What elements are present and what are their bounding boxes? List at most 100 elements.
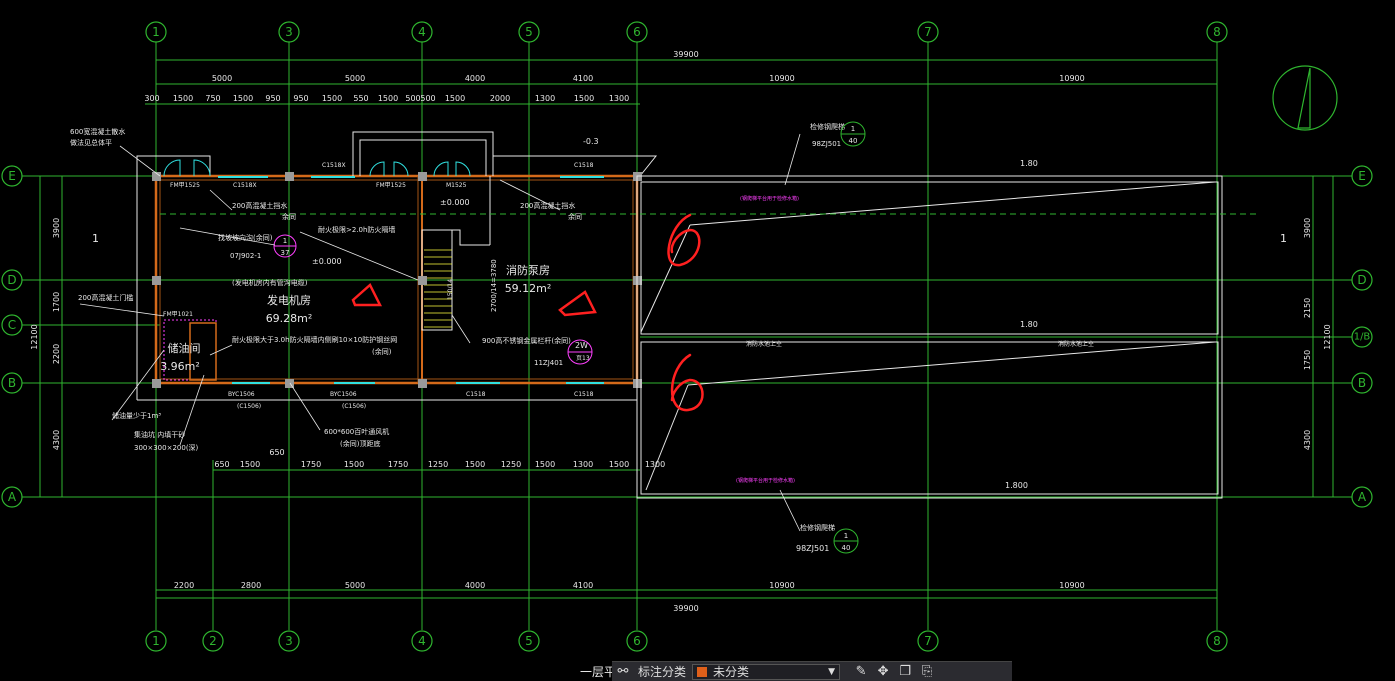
dim-b1-8: 1250 [501,460,521,469]
note-curb-2: 200高混凝土挡水 [520,201,575,210]
dim-b1-6: 1250 [428,460,448,469]
grid-lines [22,42,1352,630]
dim-t2-9: 1500 [378,94,398,103]
dim-b2-1: 2200 [174,581,194,590]
note-same: (余同) [372,347,392,356]
note-fan: 600*600百叶通风机 [324,427,389,436]
dim-left-3: 2200 [52,344,61,364]
dim-b1-7: 1500 [465,460,485,469]
dim-b1-4: 1500 [344,460,364,469]
dim-t2-1: 300 [144,94,159,103]
grid-label-e-right: E [1358,169,1366,183]
callout-1-40-bot-b: 40 [842,544,851,552]
note-slab-2: 做法见总体平 [70,138,112,147]
win-byc-1b: (C1506) [237,403,261,410]
grid-label-7-top: 7 [924,25,932,39]
dim-b2-3: 5000 [345,581,365,590]
paste-icon[interactable]: ⎘ [921,664,933,679]
dim-right-total: 12100 [1323,324,1332,349]
win-c1518-b: C1518X [322,162,346,169]
dim-left-1: 3900 [52,218,61,238]
grid-label-6-top: 6 [633,25,641,39]
dim-t2-7: 1500 [322,94,342,103]
dim-t2-3: 750 [205,94,220,103]
door-fm1525-b: FM甲1525 [376,182,406,189]
note-slab-1: 600宽混凝土散水 [70,127,125,136]
north-arrow-icon [1272,65,1338,131]
pool-area [160,175,1260,499]
win-c1518-a: C1518X [233,182,257,189]
detail-callouts [273,121,866,554]
note-11zj: 11ZJ401 [534,359,563,367]
copy-icon[interactable]: ❐ [899,664,911,679]
dim-top-3: 4000 [465,74,485,83]
note-pool-1: 消防水池上空 [746,340,782,348]
dim-total-top: 39900 [673,50,698,59]
dim-b1-1: 650 [214,460,229,469]
win-c1518-e: C1518 [466,391,486,398]
grid-label-a-left: A [8,490,17,504]
dim-top-6: 10900 [1059,74,1084,83]
win-byc-2b: (C1506) [342,403,366,410]
dim-t2-13: 2000 [490,94,510,103]
note-repair-top: 检修钢爬梯 [810,122,845,131]
dim-t2-12: 1500 [445,94,465,103]
note-curb-2b: 余同 [568,212,582,221]
red-annotation-marks [351,213,704,412]
grid-label-3-bottom: 3 [285,634,293,648]
dim-t2-6: 950 [293,94,308,103]
axis-mark-left: 1 [92,232,99,245]
dim-b1-10: 1300 [573,460,593,469]
dim-t2-4: 1500 [233,94,253,103]
dim-left-2: 1700 [52,292,61,312]
callout-1-40-top-b: 40 [849,137,858,145]
dim-total-bottom: 39900 [673,604,698,613]
dim-t2-8: 550 [353,94,368,103]
category-dropdown[interactable]: 未分类 ▼ [692,663,841,680]
note-fan-b: (余同)顶距底 [340,439,380,448]
callout-37-b: 37 [281,249,290,257]
note-curb-1b: 余同 [282,212,296,221]
toolbar-label: 标注分类 [638,665,687,679]
note-oil-3: 300×300×200(深) [134,443,199,452]
category-color-swatch [697,666,708,677]
grid-label-d-right: D [1357,273,1366,287]
dim-b2-6: 10900 [769,581,794,590]
dim-b2-7: 10900 [1059,581,1084,590]
annotation-tool-icon[interactable]: ⚯ [617,664,629,679]
dim-right-4: 4300 [1303,430,1312,450]
note-repair-2: 98ZJ501 [796,544,829,553]
grid-label-c-left: C [8,318,16,332]
room-generator-area: 69.28m² [266,312,313,325]
dim-b2-4: 4000 [465,581,485,590]
door-fm1525-a: FM甲1525 [170,182,200,189]
dim-top-2: 5000 [345,74,365,83]
grid-bubbles-top [145,21,1228,43]
dim-b-650: 650 [269,448,284,457]
grid-label-8-top: 8 [1213,25,1221,39]
note-magenta-2: (钢爬梯平台用于检修水箱) [736,477,795,484]
note-oil-2: 集油坑 内填干砂 [134,430,185,439]
dim-top-5: 10900 [769,74,794,83]
grid-label-7-bottom: 7 [924,634,932,648]
note-2w: 2W [575,341,588,350]
edit-icon[interactable]: ✎ [855,664,867,679]
grid-label-1b-right: 1/B [1354,332,1371,343]
dim-right-3: 1750 [1303,350,1312,370]
room-oil-area: 3.96m² [160,360,200,373]
note-repair-top2: 98ZJ501 [812,140,841,148]
note-wall-3h: 耐火极限大于3.0h防火隔墙内侧刷10×10防护钢丝网 [232,335,397,344]
dim-left-4: 4300 [52,430,61,450]
grid-label-1-top: 1 [152,25,160,39]
note-page13: 页13 [576,355,590,362]
dim-b1-9: 1500 [535,460,555,469]
note-generator-cable: (发电机房内有管沟电缆) [232,278,308,287]
category-value: 未分类 [713,665,750,679]
move-icon[interactable]: ✥ [877,664,889,679]
grid-label-4-top: 4 [418,25,426,39]
dim-t2-10: 500 [405,94,420,103]
elev-2: ±0.000 [440,198,470,207]
grid-label-e-left: E [8,169,16,183]
win-c1518-f: C1518 [574,391,594,398]
